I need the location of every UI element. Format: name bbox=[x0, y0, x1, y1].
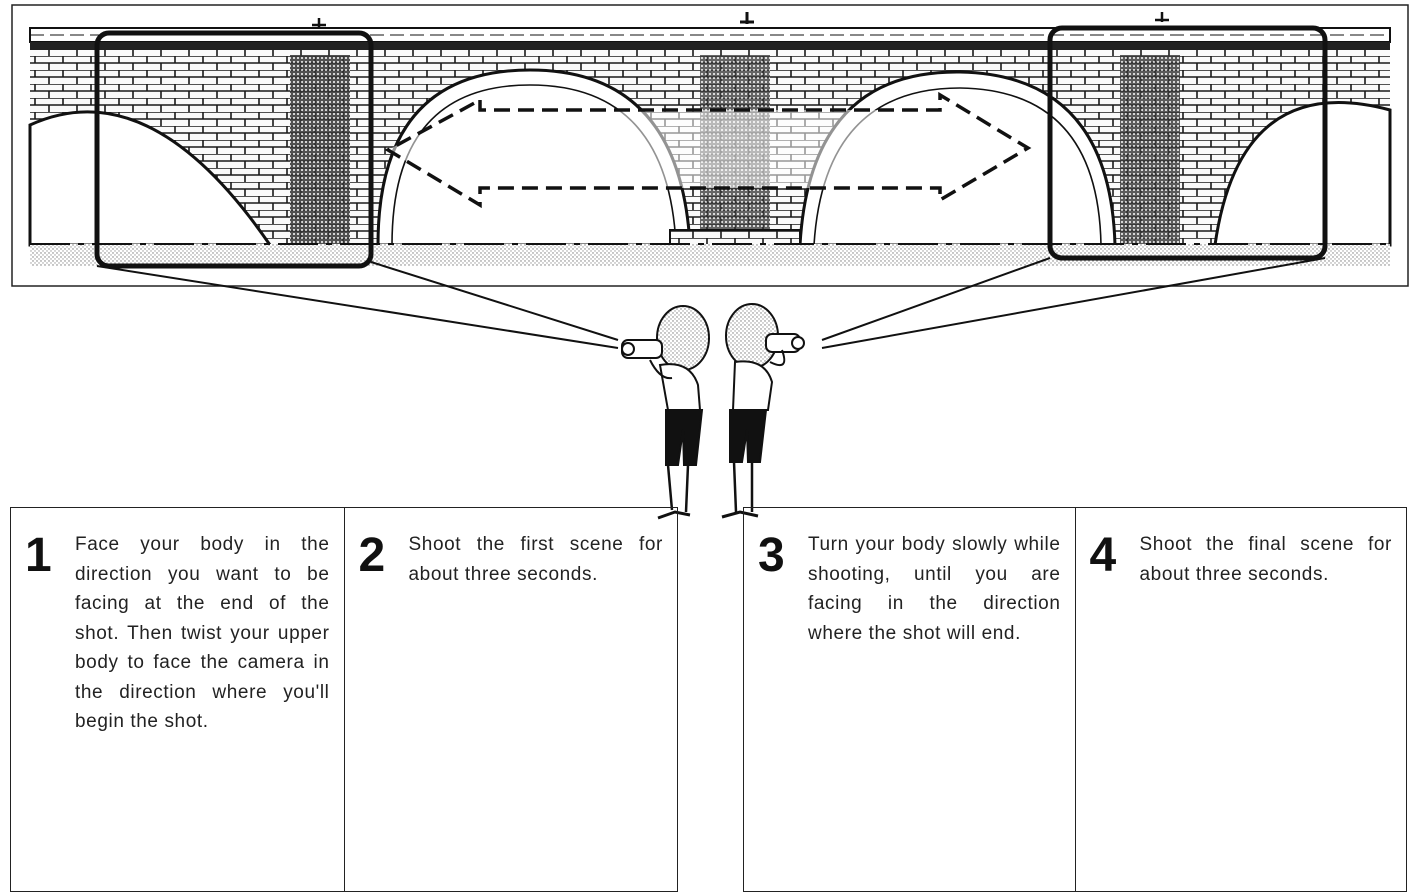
videographer-figure bbox=[621, 305, 710, 520]
step-panel-1: 1 Face your body in the direction you wa… bbox=[11, 508, 344, 891]
step-panel-4: 4 Shoot the final scene for about three … bbox=[1074, 508, 1407, 891]
step-number: 3 bbox=[758, 529, 785, 582]
step-text: Face your body in the direction you want… bbox=[75, 534, 330, 732]
step-number: 4 bbox=[1089, 529, 1117, 582]
step-panel-3: 3 Turn your body slowly while shooting, … bbox=[744, 508, 1075, 891]
step-text: Turn your body slowly while shooting, un… bbox=[808, 534, 1061, 644]
step-number: 1 bbox=[25, 529, 52, 582]
end-frame bbox=[1047, 25, 1328, 261]
step-panel-2: 2 Shoot the first scene for about three … bbox=[343, 508, 678, 891]
step-text: Shoot the first scene for about three se… bbox=[408, 534, 663, 585]
step-number: 2 bbox=[358, 529, 386, 582]
steps-group-left: 1 Face your body in the direction you wa… bbox=[10, 507, 678, 892]
step-text: Shoot the final scene for about three se… bbox=[1139, 534, 1392, 585]
steps-group-right: 3 Turn your body slowly while shooting, … bbox=[743, 507, 1407, 892]
start-frame bbox=[94, 30, 374, 269]
pan-arrow bbox=[384, 91, 1032, 209]
videographer-figure bbox=[721, 303, 805, 519]
